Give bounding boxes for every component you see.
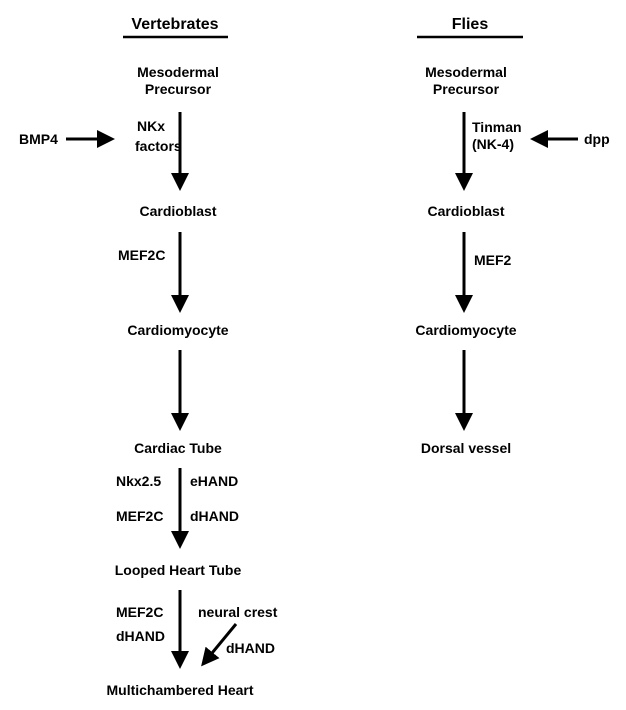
vert-cardiomyocyte: Cardiomyocyte bbox=[127, 322, 229, 338]
fly-dorsal-vessel: Dorsal vessel bbox=[420, 440, 512, 456]
tinman-label: Tinman (NK-4) bbox=[472, 119, 522, 153]
neural-crest-label: neural crest bbox=[198, 604, 278, 620]
vert-cardioblast: Cardioblast bbox=[139, 203, 217, 219]
fly-mesodermal-line1: Mesodermal bbox=[425, 64, 507, 80]
vert-mef2c-label-1: MEF2C bbox=[118, 247, 166, 263]
fly-mef2-label: MEF2 bbox=[474, 252, 512, 268]
dhand-label-2: dHAND bbox=[116, 628, 165, 644]
tinman-line1: Tinman bbox=[472, 119, 522, 135]
bmp4-label: BMP4 bbox=[19, 131, 58, 147]
fly-cardiomyocyte: Cardiomyocyte bbox=[415, 322, 517, 338]
ehand-label: eHAND bbox=[190, 473, 239, 489]
vert-looped-heart-tube: Looped Heart Tube bbox=[114, 562, 242, 578]
vert-mesodermal-precursor: Mesodermal Precursor bbox=[137, 64, 219, 98]
flies-header: Flies bbox=[451, 16, 489, 33]
vert-mesodermal-line1: Mesodermal bbox=[137, 64, 219, 80]
vert-multichambered-heart: Multichambered Heart bbox=[106, 682, 254, 698]
dhand-label-3: dHAND bbox=[226, 640, 275, 656]
vert-mesodermal-line2: Precursor bbox=[144, 81, 212, 97]
nkx-factors-label: NKx factors bbox=[135, 116, 182, 156]
vertebrates-header: Vertebrates bbox=[131, 16, 219, 33]
dhand-label-1: dHAND bbox=[190, 508, 239, 524]
vert-mef2c-label-2: MEF2C bbox=[116, 508, 164, 524]
nkx25-label: Nkx2.5 bbox=[116, 473, 162, 489]
vert-mef2c-label-3: MEF2C bbox=[116, 604, 164, 620]
nkx-line2: factors bbox=[135, 138, 182, 154]
fly-mesodermal-line2: Precursor bbox=[432, 81, 500, 97]
fly-mesodermal-precursor: Mesodermal Precursor bbox=[425, 64, 507, 98]
arrow-neural-crest-to-multichambered bbox=[201, 623, 238, 667]
tinman-line2: (NK-4) bbox=[472, 136, 514, 152]
fly-cardioblast: Cardioblast bbox=[427, 203, 505, 219]
nkx-line1: NKx bbox=[137, 118, 166, 134]
vert-cardiac-tube: Cardiac Tube bbox=[134, 440, 222, 456]
dpp-label: dpp bbox=[584, 131, 610, 147]
